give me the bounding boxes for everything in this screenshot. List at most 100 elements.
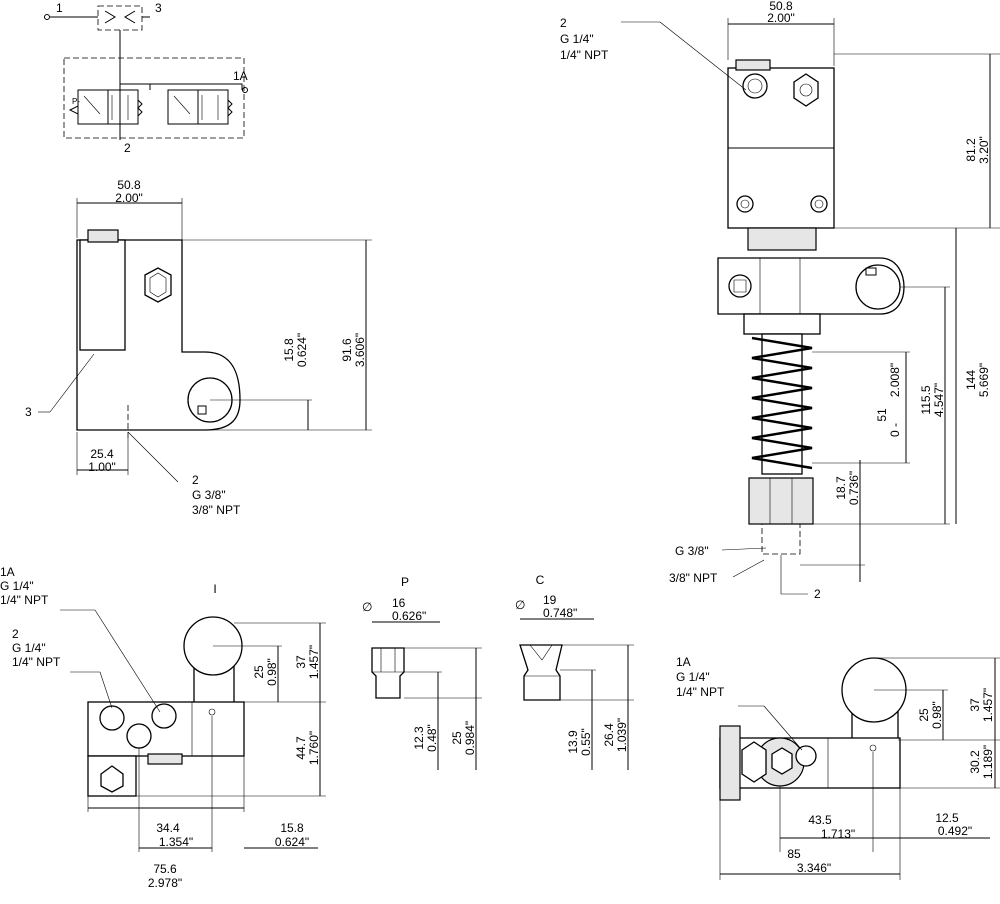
br-hex-left	[741, 741, 767, 783]
front-nut	[747, 227, 817, 251]
variant-c-high-mm: 26.4	[602, 723, 616, 747]
front-pivot-in: 4.547"	[932, 383, 946, 417]
port-2-label: 2	[124, 141, 131, 155]
variant-c-dia-in: 0.748"	[543, 606, 577, 620]
br-1a-g: G 1/4"	[676, 670, 710, 684]
side-callout-3: 3	[25, 405, 32, 419]
view-i-1a-g: G 1/4"	[0, 579, 34, 593]
port-1-label: 1	[56, 1, 63, 15]
front-stroke-mm: 51	[875, 408, 889, 422]
side-pin-mm: 15.8	[282, 338, 296, 362]
pilot-line	[120, 83, 243, 90]
front-port-g: G 1/4"	[560, 32, 594, 46]
pilot-label: P-	[72, 97, 80, 106]
variant-p-high-in: 0.984"	[463, 721, 477, 755]
shuttle-valve-box	[97, 5, 143, 31]
port-1a-label: 1A	[233, 69, 248, 83]
variant-c-label: C	[536, 573, 545, 587]
view-i-port-2	[99, 705, 125, 731]
view-i-top-in: 1.457"	[307, 645, 321, 679]
front-bottom-mm: 18.7	[834, 476, 848, 500]
view-i-edge-mm: 15.8	[280, 821, 304, 835]
front-port-npt: 1/4" NPT	[560, 48, 609, 62]
variant-c: C ∅ 19 0.748" 13.9 0.55" 26.4 1.039"	[515, 573, 634, 770]
variant-p-dia-mm: 16	[392, 596, 406, 610]
side-top-fitting	[87, 229, 119, 243]
side-height-mm: 91.6	[340, 338, 354, 362]
front-spring	[751, 336, 813, 470]
front-lever-bolt-hex	[733, 279, 747, 293]
valve-1-spring	[137, 99, 143, 117]
br-ball-in: 0.98"	[930, 701, 944, 729]
view-i-ball-in: 0.98"	[265, 658, 279, 686]
front-stroke-prefix: 0 -	[888, 423, 902, 437]
view-i-bottom-nut	[147, 753, 183, 765]
view-i-pin	[208, 708, 216, 716]
view-i-overall-in: 2.978"	[148, 876, 182, 890]
variant-c-low-mm: 13.9	[566, 730, 580, 754]
view-i-1a-leader-b	[94, 609, 161, 713]
side-thread-npt: 3/8" NPT	[192, 503, 241, 517]
br-center-in: 1.713"	[821, 827, 855, 841]
front-pivot-key	[865, 267, 877, 276]
front-thread-g: G 3/8"	[675, 544, 709, 558]
view-bottom-right: 1A G 1/4" 1/4" NPT 25 0.98" 37 1.457" 30…	[676, 655, 1000, 880]
br-1a-leader-b	[763, 705, 803, 751]
front-total-in: 5.669"	[977, 363, 991, 397]
br-ball-mm: 25	[917, 708, 931, 722]
view-i-center-mm: 34.4	[156, 821, 180, 835]
variant-c-high-in: 1.039"	[615, 718, 629, 752]
front-thread-g-leader	[721, 547, 767, 551]
side-callout-2-leader	[127, 431, 179, 483]
br-1a-npt: 1/4" NPT	[676, 685, 725, 699]
front-port-leader-b	[659, 21, 747, 91]
view-i-ball-mm: 25	[252, 665, 266, 679]
front-screw-left	[736, 195, 754, 213]
view-i-2-leader-b	[99, 671, 113, 709]
br-side-in: 1.189"	[981, 745, 995, 779]
valve-2-square-b	[197, 89, 229, 125]
view-i-top-mm: 37	[294, 655, 308, 669]
br-off-in: 0.492"	[938, 824, 972, 838]
front-screw-right	[810, 195, 828, 213]
side-width-mm: 50.8	[117, 178, 141, 192]
variant-p-label: P	[401, 575, 409, 589]
valve-1-square-b	[107, 89, 139, 125]
front-view: 50.8 2.00" 2 G 1/4" 1/4" NPT 81.2 3.20" …	[560, 0, 1000, 601]
shuttle-valve-seats	[104, 10, 136, 24]
br-center-mm: 43.5	[808, 813, 832, 827]
variant-p-low-in: 0.48"	[425, 724, 439, 752]
br-side-mm: 30.2	[968, 750, 982, 774]
front-top-fitting	[735, 59, 771, 71]
side-width-in: 2.00"	[115, 191, 143, 205]
front-bottom-in: 0.736"	[847, 471, 861, 505]
view-i-2-npt: 1/4" NPT	[12, 655, 61, 669]
variant-p-body	[371, 647, 405, 699]
front-port-2-inner	[747, 78, 763, 94]
pilot-arrow	[68, 105, 79, 115]
front-stroke-in: 2.008"	[888, 363, 902, 397]
front-callout-2: 2	[814, 587, 821, 601]
side-hex-inner	[149, 272, 167, 298]
br-port-1a	[795, 745, 817, 767]
front-bottom-fitting	[748, 477, 814, 525]
view-i-2-g: G 1/4"	[12, 641, 46, 655]
front-thread-npt-leader	[732, 559, 765, 578]
side-offset-mm: 25.4	[90, 447, 114, 461]
valve-2-spring	[227, 99, 233, 117]
front-pivot-hole	[855, 264, 901, 310]
br-1a-label: 1A	[676, 655, 691, 669]
br-off-mm: 12.5	[935, 811, 959, 825]
br-hex-right	[771, 747, 793, 775]
side-pin-in: 0.624"	[295, 333, 309, 367]
front-spring-cap	[743, 313, 821, 335]
view-i-label: I	[213, 582, 216, 596]
side-hex-plug	[144, 267, 172, 303]
front-screw-left-inner	[740, 199, 750, 209]
front-hex-inner	[799, 83, 813, 97]
front-port-2	[742, 73, 768, 99]
front-block-mm: 81.2	[964, 138, 978, 162]
view-i: I 1A G 1/4" 1/4" NPT 2 G 1/4" 1/4" NPT 2…	[0, 565, 326, 890]
view-i-center-in: 1.354"	[159, 835, 193, 849]
